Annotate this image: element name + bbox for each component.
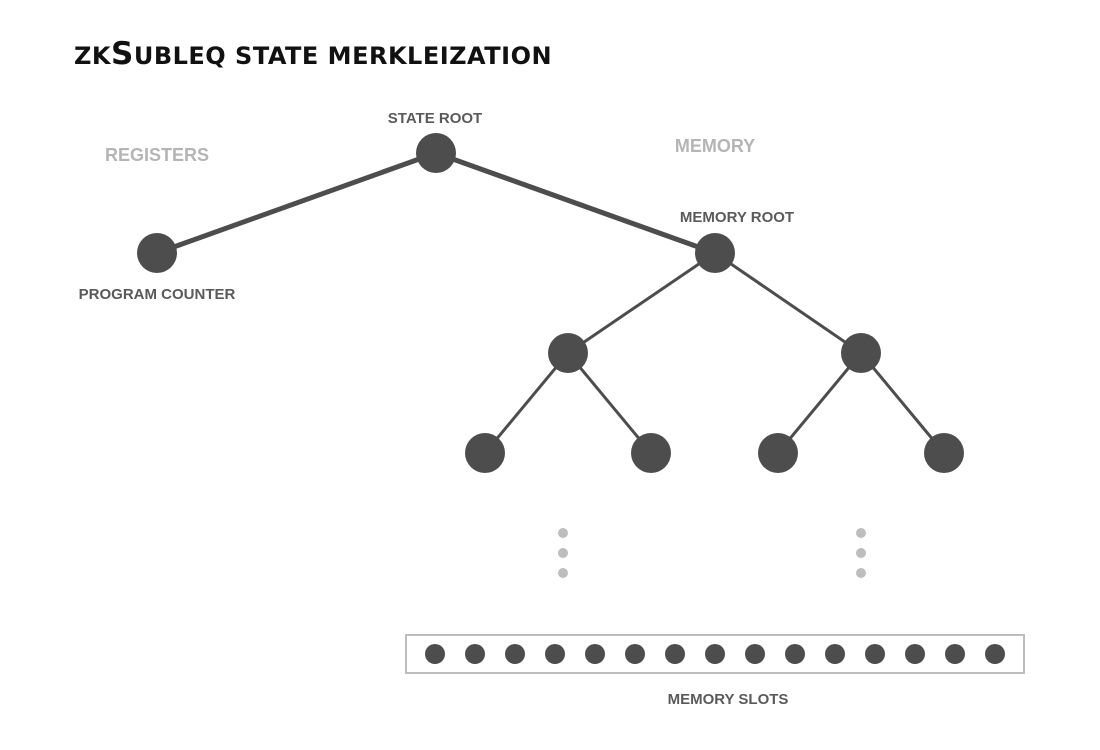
- memory-slot: [745, 644, 765, 664]
- edge-memroot-to-right: [713, 251, 863, 355]
- ellipsis-dot: [558, 528, 568, 538]
- ellipsis-dot: [856, 568, 866, 578]
- memory-left-node: [548, 333, 588, 373]
- ellipsis-dot: [856, 548, 866, 558]
- memory-slot: [905, 644, 925, 664]
- memory-slots: [425, 644, 1005, 664]
- memory-slot: [825, 644, 845, 664]
- memory-slot: [545, 644, 565, 664]
- diagram-title: zkSubleq state merkleization: [74, 36, 552, 72]
- memory-root-node: [695, 233, 735, 273]
- title-big-s: S: [111, 36, 134, 72]
- memory-root-label: MEMORY ROOT: [680, 209, 794, 226]
- memory-slot: [505, 644, 525, 664]
- edge-root-to-memory-root: [433, 150, 718, 256]
- memory-slot: [865, 644, 885, 664]
- memory-slots-label: MEMORY SLOTS: [668, 691, 789, 708]
- edge-right-to-rr: [859, 351, 946, 455]
- memory-slot: [785, 644, 805, 664]
- ellipsis-dot: [558, 568, 568, 578]
- edge-left-to-lr: [566, 351, 653, 455]
- edge-memroot-to-left: [566, 251, 717, 355]
- memory-slot: [465, 644, 485, 664]
- ellipsis-left: [558, 528, 568, 578]
- state-root-node: [416, 133, 456, 173]
- ellipsis-dot: [558, 548, 568, 558]
- memory-slot: [625, 644, 645, 664]
- memory-slots-box: [405, 634, 1025, 674]
- memory-slot: [425, 644, 445, 664]
- state-root-label: STATE ROOT: [388, 110, 482, 127]
- ellipsis-right: [856, 528, 866, 578]
- memory-slot: [985, 644, 1005, 664]
- edge-root-to-pc: [154, 150, 439, 256]
- memory-ll-node: [465, 433, 505, 473]
- program-counter-label: PROGRAM COUNTER: [79, 286, 236, 303]
- memory-lr-node: [631, 433, 671, 473]
- memory-slot: [705, 644, 725, 664]
- registers-section-label: REGISTERS: [105, 145, 209, 165]
- memory-slot: [585, 644, 605, 664]
- memory-slot: [665, 644, 685, 664]
- program-counter-node: [137, 233, 177, 273]
- memory-slot: [945, 644, 965, 664]
- edge-right-to-rl: [776, 351, 863, 455]
- memory-rl-node: [758, 433, 798, 473]
- memory-right-node: [841, 333, 881, 373]
- edge-left-to-ll: [483, 351, 570, 455]
- title-prefix: zk: [74, 42, 111, 70]
- title-rest: ubleq state merkleization: [133, 42, 553, 70]
- memory-section-label: MEMORY: [675, 136, 755, 156]
- memory-rr-node: [924, 433, 964, 473]
- ellipsis-dot: [856, 528, 866, 538]
